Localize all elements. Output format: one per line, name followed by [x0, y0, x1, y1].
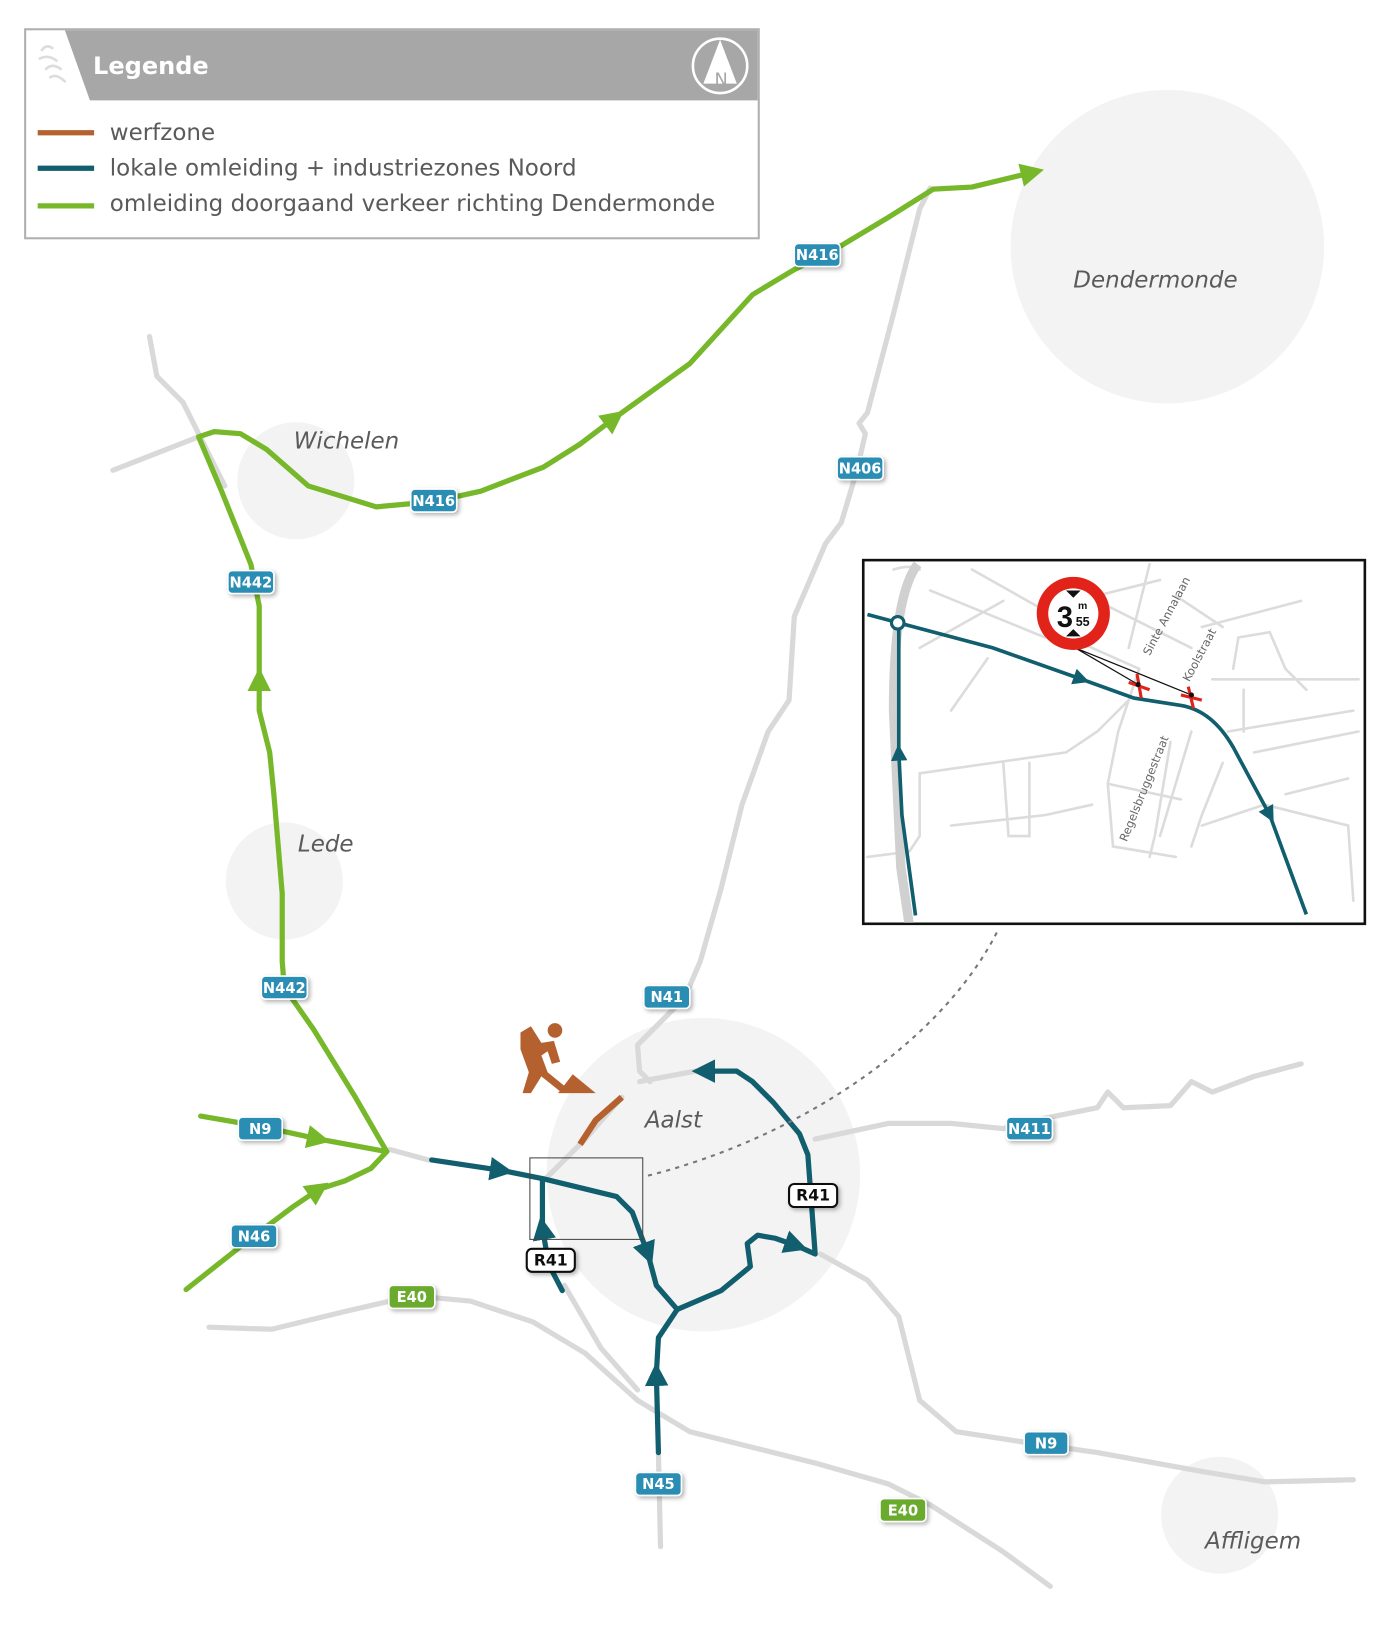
svg-text:m: m	[1078, 601, 1087, 612]
legend-title: Legende	[93, 52, 209, 80]
svg-text:E40: E40	[888, 1502, 918, 1519]
city-label-lede: Lede	[298, 832, 354, 858]
road-shield-n46: N46	[230, 1223, 278, 1249]
werfzone-segment	[577, 1094, 624, 1147]
city-label-wichelen: Wichelen	[294, 428, 400, 454]
flemish-lion-logo	[38, 45, 67, 83]
legend-label-werfzone: werfzone	[110, 120, 215, 146]
city-label-affligem: Affligem	[1203, 1529, 1301, 1555]
inset-map: Sinte Annalaan Koolstraat Regelsbruggest…	[861, 558, 1367, 926]
road-shield-n9-east: N9	[1023, 1430, 1069, 1456]
road-shield-r41-east: R41	[788, 1182, 839, 1209]
road-shield-n411: N411	[1005, 1116, 1054, 1141]
svg-text:N416: N416	[412, 493, 455, 510]
svg-text:N41: N41	[650, 989, 683, 1006]
svg-text:N416: N416	[796, 247, 839, 264]
legend: Legende N werfzone lokale omleiding + in…	[24, 28, 760, 240]
legend-label-through-detour: omleiding doorgaand verkeer richting Den…	[110, 191, 715, 217]
svg-text:N406: N406	[839, 460, 882, 477]
svg-text:N411: N411	[1008, 1121, 1051, 1138]
inset-locator-box	[529, 1157, 644, 1240]
road-shield-e40-east: E40	[879, 1497, 927, 1523]
road-shield-n416-b: N416	[409, 488, 458, 513]
road-shield-n9-west: N9	[237, 1116, 284, 1141]
city-label-dendermonde: Dendermonde	[1073, 267, 1237, 293]
city-area-lede	[225, 822, 343, 940]
road-shield-n416-a: N416	[793, 242, 842, 268]
road-shield-r41-west: R41	[525, 1247, 576, 1273]
svg-text:E40: E40	[397, 1289, 427, 1306]
svg-text:N442: N442	[263, 980, 306, 997]
svg-text:55: 55	[1076, 615, 1090, 629]
svg-text:N9: N9	[249, 1121, 271, 1138]
svg-text:R41: R41	[796, 1186, 830, 1205]
svg-text:N9: N9	[1035, 1435, 1057, 1452]
roadworks-icon	[520, 1023, 596, 1094]
svg-text:3: 3	[1057, 602, 1073, 634]
svg-text:R41: R41	[534, 1251, 568, 1270]
height-restriction-sign: 3 m 55	[1036, 576, 1110, 651]
north-arrow-icon: N	[691, 37, 749, 95]
svg-text:N442: N442	[229, 574, 272, 591]
city-area-aalst	[546, 1017, 861, 1332]
road-shield-n442-a: N442	[227, 569, 275, 595]
svg-text:N46: N46	[238, 1228, 271, 1245]
svg-text:N: N	[714, 71, 727, 91]
road-shield-n45: N45	[634, 1471, 683, 1497]
inset-connector-line	[647, 929, 999, 1177]
road-shield-n406: N406	[836, 455, 884, 481]
road-shield-e40-west: E40	[388, 1284, 436, 1310]
city-area-affligem	[1161, 1456, 1279, 1574]
city-label-aalst: Aalst	[643, 1108, 703, 1134]
detour-through-traffic	[183, 163, 1044, 1293]
legend-label-local-detour: lokale omleiding + industriezones Noord	[110, 156, 577, 182]
city-area-dendermonde	[1010, 89, 1325, 404]
road-shield-n41: N41	[643, 984, 691, 1010]
svg-text:N45: N45	[642, 1476, 675, 1493]
road-shield-n442-b: N442	[260, 975, 309, 1000]
